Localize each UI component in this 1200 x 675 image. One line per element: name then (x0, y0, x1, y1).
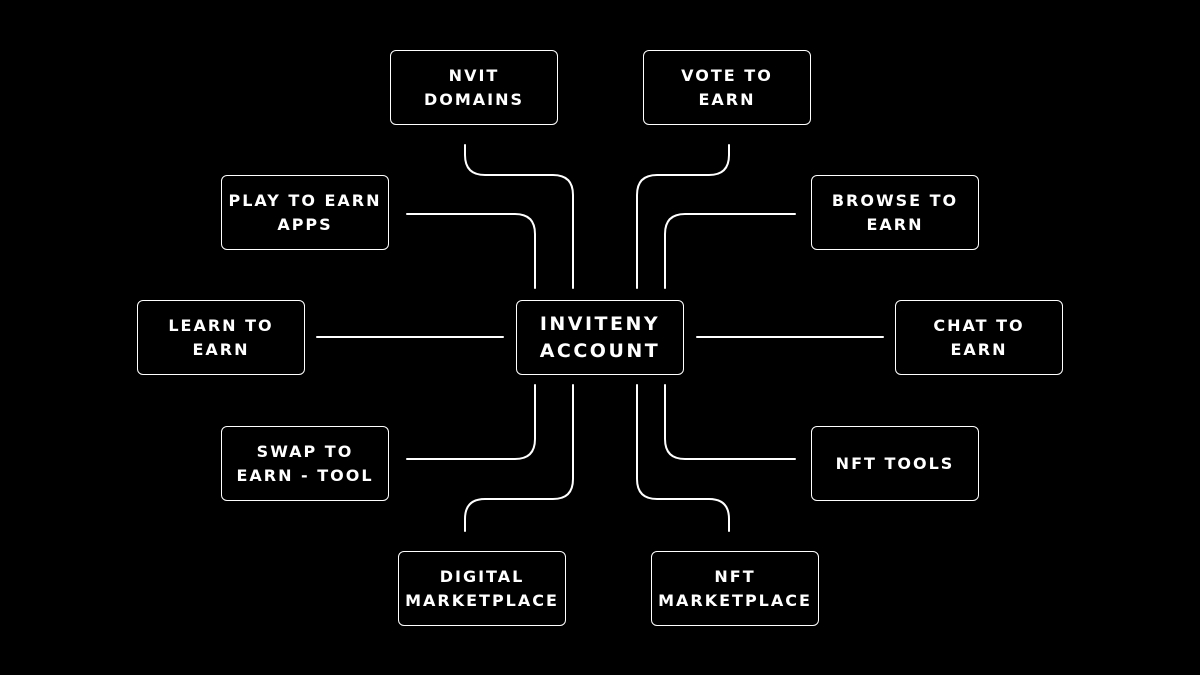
node-label: VOTE TO EARN (681, 65, 773, 109)
node-play-to-earn-apps: PLAY TO EARN APPS (221, 175, 389, 250)
node-browse-to-earn: BROWSE TO EARN (811, 175, 979, 250)
connector-browse-to-earn (664, 213, 796, 289)
node-inviteny-account: INVITENY ACCOUNT (516, 300, 684, 375)
node-label: PLAY TO EARN APPS (228, 190, 382, 234)
node-vote-to-earn: VOTE TO EARN (643, 50, 811, 125)
node-label: LEARN TO EARN (168, 315, 274, 359)
connector-nft-tools (664, 384, 796, 460)
node-label: NFT TOOLS (835, 453, 955, 473)
node-label: INVITENY ACCOUNT (539, 312, 661, 362)
node-nft-marketplace: NFT MARKETPLACE (651, 551, 819, 626)
node-chat-to-earn: CHAT TO EARN (895, 300, 1063, 375)
node-label: DIGITAL MARKETPLACE (405, 566, 559, 610)
node-label: CHAT TO EARN (933, 315, 1025, 359)
node-digital-marketplace: DIGITAL MARKETPLACE (398, 551, 566, 626)
node-label: SWAP TO EARN - TOOL (236, 441, 374, 485)
node-swap-to-earn-tool: SWAP TO EARN - TOOL (221, 426, 389, 501)
node-learn-to-earn: LEARN TO EARN (137, 300, 305, 375)
connector-swap-to-earn-tool (406, 384, 536, 460)
connector-nft-marketplace (636, 384, 730, 532)
connector-play-to-earn-apps (406, 213, 536, 289)
node-nft-tools: NFT TOOLS (811, 426, 979, 501)
connector-nvit-domains (464, 144, 574, 289)
node-label: BROWSE TO EARN (831, 190, 959, 234)
connector-digital-marketplace (464, 384, 574, 532)
node-nvit-domains: NVIT DOMAINS (390, 50, 558, 125)
node-label: NVIT DOMAINS (423, 65, 525, 109)
connector-vote-to-earn (636, 144, 730, 289)
node-label: NFT MARKETPLACE (658, 566, 812, 610)
